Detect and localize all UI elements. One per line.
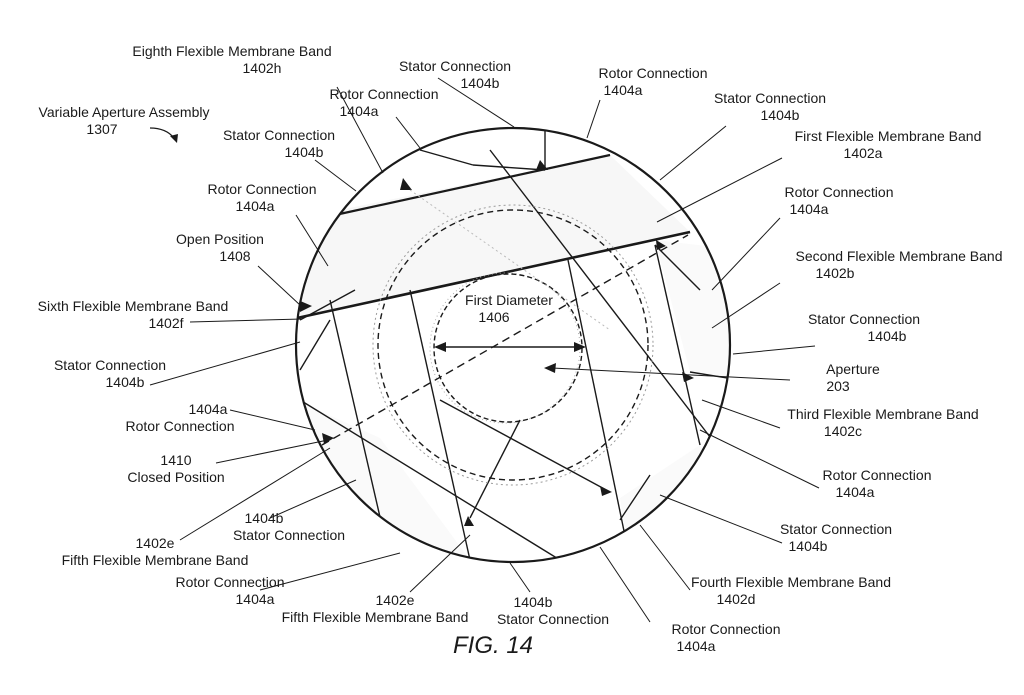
label-rotor-top-left: Rotor Connection 1404a bbox=[329, 86, 439, 119]
band-edge bbox=[419, 149, 474, 166]
closed-position-line bbox=[321, 234, 689, 446]
label-first-band: First Flexible Membrane Band 1402a bbox=[794, 128, 982, 161]
rotor-connection-mark bbox=[656, 240, 666, 250]
label-open-position: Open Position 1408 bbox=[176, 231, 264, 264]
label-fourth-band: Fourth Flexible Membrane Band 1402d bbox=[691, 574, 891, 607]
band-edge bbox=[654, 244, 701, 291]
label-stator-lower-right: Stator Connection 1404b bbox=[779, 521, 893, 554]
label-third-band: Third Flexible Membrane Band 1402c bbox=[787, 406, 979, 439]
band-edge bbox=[472, 164, 546, 171]
label-rotor-bottom-left: Rotor Connection 1404a bbox=[175, 574, 285, 607]
label-stator-upper-right: Stator Connection 1404b bbox=[713, 90, 827, 123]
faint-guide-line bbox=[409, 189, 611, 331]
band-edge bbox=[439, 399, 611, 493]
rotor-connection-mark bbox=[536, 160, 548, 170]
band-edge bbox=[654, 244, 701, 446]
band-1402h-region bbox=[300, 155, 690, 318]
first-diameter-arrow bbox=[434, 342, 586, 352]
label-stator-top: Stator Connection 1404b bbox=[398, 58, 512, 91]
assembly-arrow bbox=[149, 127, 178, 143]
label-closed-position: 1410 Closed Position bbox=[127, 452, 225, 485]
band-edge bbox=[409, 289, 471, 561]
figure-caption: FIG. 14 bbox=[452, 632, 534, 659]
label-seventh-band: Sixth Flexible Membrane Band 1402f bbox=[37, 298, 229, 331]
label-second-band: Second Flexible Membrane Band 1402b bbox=[795, 248, 1003, 281]
label-rotor-top-right: Rotor Connection 1404a bbox=[598, 65, 708, 98]
label-stator-lower-left: 1404b Stator Connection bbox=[232, 510, 346, 543]
band-edge bbox=[469, 419, 521, 519]
label-aperture: Aperture 203 bbox=[826, 361, 880, 394]
label-sixth-band: 1402e Fifth Flexible Membrane Band bbox=[61, 535, 249, 568]
closed-position-circle bbox=[377, 209, 649, 481]
label-stator-upper-left: Stator Connection 1404b bbox=[222, 127, 336, 160]
band-edge bbox=[329, 299, 381, 518]
label-stator-left: Stator Connection 1404b bbox=[53, 357, 167, 390]
outer-ring bbox=[294, 126, 732, 564]
aperture-arrow bbox=[544, 363, 791, 381]
label-stator-bottom: 1404b Stator Connection bbox=[496, 594, 610, 627]
label-rotor-right: Rotor Connection 1404a bbox=[784, 184, 894, 217]
open-position-line bbox=[296, 230, 691, 320]
band-edge bbox=[567, 259, 631, 561]
label-rotor-left: Rotor Connection 1404a bbox=[207, 181, 317, 214]
label-first-diameter: First Diameter 1406 bbox=[465, 292, 553, 325]
label-eighth-band: Eighth Flexible Membrane Band 1402h bbox=[132, 43, 332, 76]
label-rotor-bottom-right: Rotor Connection 1404a bbox=[671, 621, 781, 654]
rotor-connection-mark bbox=[464, 516, 474, 526]
label-fifth-band-name: 1402e Fifth Flexible Membrane Band bbox=[281, 592, 469, 625]
band-edge bbox=[489, 149, 721, 451]
rotor-connection-mark bbox=[600, 486, 612, 496]
band-edge-thick bbox=[334, 153, 611, 217]
rotor-connection-mark bbox=[400, 178, 412, 190]
reference-circle bbox=[372, 204, 654, 486]
band-edge bbox=[299, 319, 331, 371]
label-stator-right: Stator Connection 1404b bbox=[807, 311, 921, 344]
label-rotor-left-lower: 1404a Rotor Connection bbox=[125, 401, 235, 434]
label-assembly: Variable Aperture Assembly 1307 bbox=[38, 104, 210, 137]
band-edge bbox=[619, 474, 651, 521]
rotor-connection-mark bbox=[298, 300, 312, 312]
band-edge bbox=[299, 399, 561, 561]
leader-lines bbox=[149, 77, 820, 623]
rotor-connection-mark bbox=[322, 433, 334, 444]
membrane-band-group bbox=[296, 128, 730, 562]
label-rotor-right-lower: Rotor Connection 1404a bbox=[822, 467, 932, 500]
